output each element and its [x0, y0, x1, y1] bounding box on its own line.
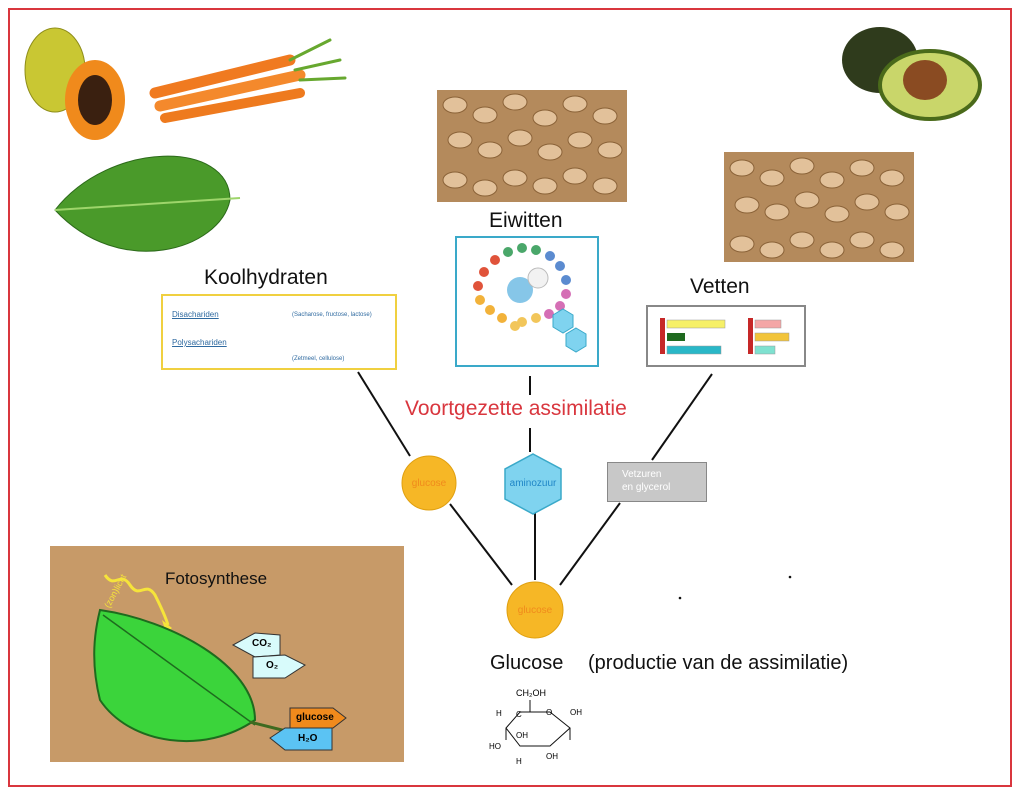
- o2-label: O₂: [266, 660, 279, 671]
- carbs-title: Koolhydraten: [204, 266, 328, 289]
- fat-molecule-illustration: [660, 318, 790, 355]
- fats-title: Vetten: [690, 275, 750, 298]
- molecule-o: O: [546, 708, 553, 717]
- protein-chain-illustration: [473, 243, 587, 353]
- h2o-label: H₂O: [298, 733, 318, 744]
- fats-box: [646, 305, 806, 367]
- carrots-illustration: [149, 38, 347, 123]
- amino-acid-label: aminozuur: [509, 478, 557, 489]
- carbs-box: [161, 294, 397, 370]
- glucose-structure: [505, 700, 571, 747]
- connector-lines: [357, 371, 713, 586]
- molecule-oh-1: OH: [570, 708, 582, 717]
- disaccharides-label: Disachariden: [172, 310, 219, 319]
- avocado-illustration: [842, 27, 982, 121]
- papaya-illustration: [24, 27, 125, 140]
- molecule-ho: HO: [489, 742, 501, 751]
- co2-label: CO₂: [252, 638, 272, 649]
- glucose-title: Glucose: [490, 652, 564, 674]
- molecule-h-1: H: [496, 709, 502, 718]
- photosynthesis-title: Fotosynthese: [165, 569, 268, 588]
- glucose-node-main: [506, 581, 564, 639]
- fatty-acids-label-line1: Vetzuren: [622, 469, 662, 480]
- molecule-oh-2: OH: [516, 731, 528, 740]
- peanuts-photo-2: [724, 152, 914, 262]
- amino-acid-node: [504, 453, 562, 515]
- peanuts-photo-1: [437, 90, 627, 202]
- diagram-frame: [8, 8, 1012, 787]
- fatty-acids-label-line2: en glycerol: [622, 482, 671, 493]
- continued-assimilation-label: Voortgezette assimilatie: [405, 397, 627, 420]
- glucose-node-small: [401, 455, 457, 511]
- proteins-box: [455, 236, 599, 367]
- molecule-h-2: H: [516, 757, 522, 766]
- proteins-title: Eiwitten: [489, 209, 563, 232]
- molecule-ch2oh: CH₂OH: [516, 688, 546, 698]
- polysaccharides-label: Polysachariden: [172, 338, 227, 347]
- polysaccharides-examples: (Zetmeel, cellulose): [292, 356, 345, 362]
- molecule-oh-3: OH: [546, 752, 558, 761]
- molecule-c-1: C: [516, 710, 522, 719]
- glucose-subtitle: (productie van de assimilatie): [588, 652, 849, 674]
- green-leaf-illustration: [54, 155, 241, 252]
- glucose-node-small-label: glucose: [411, 478, 447, 489]
- photosynthesis-glucose-label: glucose: [296, 712, 334, 723]
- disaccharides-examples: (Sacharose, fructose, lactose): [292, 312, 372, 318]
- fatty-acids-node: [607, 462, 707, 502]
- glucose-node-main-label: glucose: [517, 605, 553, 616]
